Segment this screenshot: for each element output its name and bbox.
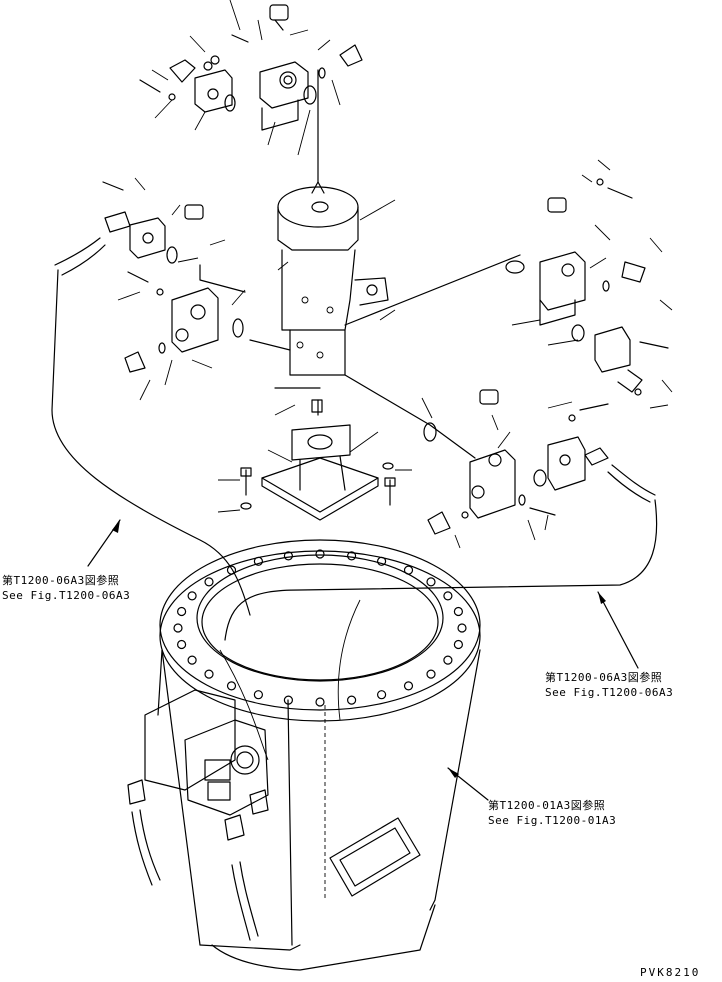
bolt-hole — [226, 565, 237, 575]
bolt-hole — [283, 551, 293, 561]
bolt-hole — [283, 695, 293, 705]
bolt-hole — [403, 681, 414, 691]
leader-line — [177, 257, 199, 263]
reference-en: See Fig.T1200-06A3 — [545, 686, 674, 699]
leader-line — [649, 404, 669, 409]
bolt-hole — [315, 549, 325, 559]
bolt-hole — [377, 556, 387, 566]
leader-line — [661, 379, 673, 393]
bolt-hole — [177, 606, 187, 617]
bolt-hole — [204, 669, 214, 679]
bolt-hole — [173, 623, 183, 633]
bolt-hole — [426, 577, 436, 587]
left-valve-block — [54, 181, 244, 373]
bolt-hole — [315, 697, 325, 707]
bolt-hole — [187, 591, 197, 601]
leader-line — [379, 309, 396, 321]
leader-line — [151, 69, 169, 81]
bolt-hole — [204, 577, 214, 587]
right-lower-valve-block — [423, 389, 656, 535]
leader-line — [267, 449, 293, 463]
leader-line — [277, 261, 289, 271]
leader-line — [274, 404, 296, 416]
leader-line — [544, 514, 549, 531]
bolt-hole — [377, 690, 387, 700]
leader-line — [547, 401, 573, 409]
leader-line — [349, 431, 379, 453]
leader-line — [139, 379, 151, 401]
leader-line — [527, 519, 536, 541]
leader-line — [189, 35, 206, 53]
right-upper-valve-block — [505, 178, 669, 396]
leader-line — [511, 319, 541, 326]
leader-line — [289, 29, 309, 36]
leader-line — [154, 99, 173, 119]
leader-line — [581, 174, 593, 183]
leader-line — [191, 359, 213, 369]
main-housing — [144, 539, 481, 971]
leader-line — [547, 339, 579, 346]
leader-line — [421, 397, 433, 419]
leader-line — [297, 109, 311, 156]
leader-line — [194, 111, 206, 131]
bolt-hole — [253, 690, 263, 700]
leader-line — [217, 509, 241, 513]
reference-label-right: 第T1200-06A3図参照 See Fig.T1200-06A3 — [545, 670, 673, 700]
bolt-hole — [453, 639, 463, 650]
leader-line — [164, 359, 173, 386]
bolt-hole — [177, 639, 187, 650]
leader-line — [171, 204, 181, 216]
leader-lines — [117, 0, 673, 549]
reference-jp: 第T1200-06A3図参照 — [545, 671, 663, 684]
reference-jp: 第T1200-06A3図参照 — [2, 574, 120, 587]
flange-bolt-holes — [173, 549, 467, 707]
drawing-code: PVK8210 — [640, 966, 701, 979]
reference-en: See Fig.T1200-01A3 — [488, 814, 617, 827]
leader-line — [231, 289, 246, 306]
reference-jp: 第T1200-01A3図参照 — [488, 799, 606, 812]
leader-line — [117, 291, 141, 301]
reference-arrows — [87, 519, 639, 801]
bolt-hole — [457, 623, 467, 633]
leader-line — [331, 79, 341, 106]
leader-line — [209, 239, 226, 246]
bolt-hole — [453, 606, 463, 617]
swivel-base-plate — [261, 387, 379, 521]
bolt-hole — [426, 669, 436, 679]
lower-hose-fittings — [127, 779, 269, 941]
leader-line — [659, 299, 673, 311]
leader-line — [649, 237, 663, 253]
leader-line — [359, 199, 396, 221]
leader-line — [597, 159, 611, 171]
leader-line — [497, 431, 511, 449]
bolt-hole — [347, 551, 357, 561]
leader-line — [594, 224, 611, 241]
bolt-hole — [403, 565, 414, 575]
leader-line — [229, 0, 241, 31]
bolt-hole — [253, 556, 263, 566]
reference-label-housing: 第T1200-01A3図参照 See Fig.T1200-01A3 — [488, 798, 616, 828]
top-valve-block — [139, 4, 363, 131]
bolt-hole — [347, 695, 357, 705]
leader-line — [491, 414, 499, 431]
bolt-hole — [226, 681, 237, 691]
bolt-hole — [443, 655, 453, 665]
leader-line — [267, 121, 276, 146]
swivel-joint — [277, 69, 389, 376]
leader-line — [257, 19, 263, 41]
base-bolts — [240, 462, 396, 510]
bolt-hole — [443, 591, 453, 601]
leader-line — [317, 39, 331, 51]
bolt-hole — [187, 655, 197, 665]
reference-label-left: 第T1200-06A3図参照 See Fig.T1200-06A3 — [2, 573, 130, 603]
hose-routes — [51, 254, 658, 641]
reference-en: See Fig.T1200-06A3 — [2, 589, 131, 602]
leader-line — [134, 177, 146, 191]
leader-line — [589, 257, 607, 269]
leader-line — [454, 534, 461, 549]
